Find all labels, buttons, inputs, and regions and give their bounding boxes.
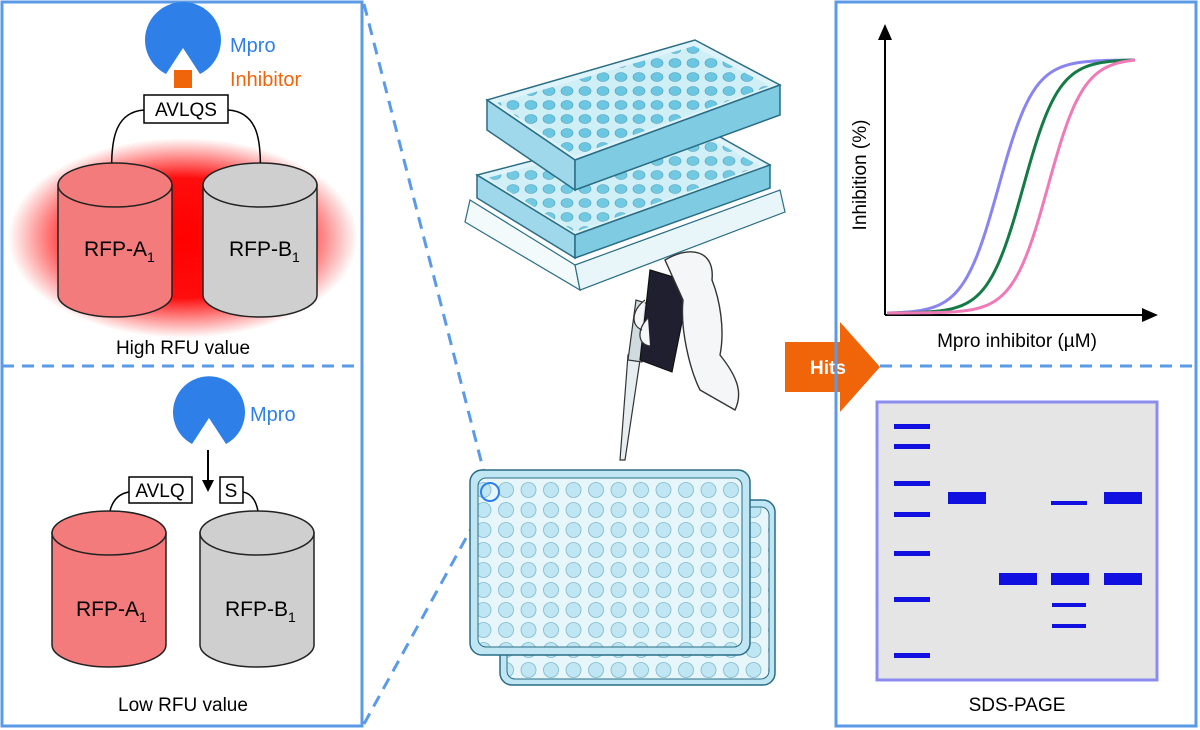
chart-ylabel: Inhibition (%) (850, 120, 871, 231)
gel-band (894, 444, 930, 449)
left-panel-frame (0, 0, 364, 728)
sds-page-gel (875, 400, 1159, 682)
gel-band (1051, 573, 1089, 585)
pipette-hand-icon (619, 251, 740, 461)
inhibition-chart (878, 24, 1158, 322)
mpro-label-top: Mpro (230, 35, 276, 57)
dose-response-curves (886, 58, 1136, 315)
gel-band (1051, 501, 1087, 505)
stacked-well-plates (464, 39, 786, 292)
curve-series-2 (887, 58, 1136, 315)
gel-band (894, 597, 930, 602)
gel-caption: SDS-PAGE (969, 695, 1066, 716)
gel-band (894, 551, 930, 556)
well-plates-top-view (469, 469, 776, 686)
gel-band (1052, 624, 1086, 628)
gel-band (894, 653, 930, 658)
mpro-label-bottom: Mpro (250, 404, 296, 426)
substrate-label: AVLQS (155, 100, 217, 121)
gel-band (1104, 573, 1142, 585)
gel-band (948, 492, 986, 504)
hits-label: Hits (810, 358, 846, 379)
cyl-a-label-top: RFP-A1 (84, 238, 155, 265)
fragment-left-box (128, 476, 193, 504)
cylinder-rfp-b-top (202, 162, 318, 318)
gel-band (1104, 492, 1142, 504)
inhibitor-square-icon (174, 70, 192, 88)
gel-band (894, 481, 930, 486)
cleavage-arrow-head (202, 480, 214, 492)
mpro-enzyme-icon (144, 2, 221, 74)
bottom-caption: Low RFU value (118, 695, 248, 716)
substrate-box (143, 94, 229, 124)
y-axis-arrow (878, 24, 892, 40)
mpro-enzyme-icon-bottom (172, 376, 246, 444)
x-axis-arrow (1142, 308, 1158, 322)
cylinder-rfp-a-bottom (51, 510, 167, 668)
cylinder-rfp-b-bottom (199, 510, 315, 668)
gel-band (999, 573, 1037, 585)
chart-xlabel: Mpro inhibitor (µM) (937, 331, 1097, 352)
zoom-line-bottom (362, 497, 490, 725)
hits-arrow (785, 322, 880, 412)
cyl-a-label-bottom: RFP-A1 (76, 598, 147, 625)
fragment-right-label: S (225, 481, 238, 502)
zoom-well-marker (480, 482, 500, 502)
gel-band (1052, 603, 1086, 607)
curve-series-1 (886, 58, 1135, 315)
cylinder-rfp-a-top (57, 162, 173, 318)
fragment-left-label: AVLQ (135, 481, 184, 502)
gel-frame (875, 400, 1159, 682)
top-caption: High RFU value (116, 338, 250, 359)
curve-series-3 (887, 58, 1136, 315)
fragment-right-box (219, 476, 244, 504)
cyl-b-label-bottom: RFP-B1 (225, 598, 296, 625)
inhibitor-label: Inhibitor (230, 69, 301, 91)
gel-band (894, 424, 930, 429)
cyl-b-label-top: RFP-B1 (229, 238, 300, 265)
gel-band (894, 512, 930, 517)
zoom-line-top (362, 3, 490, 489)
right-panel-frame (834, 0, 1198, 728)
